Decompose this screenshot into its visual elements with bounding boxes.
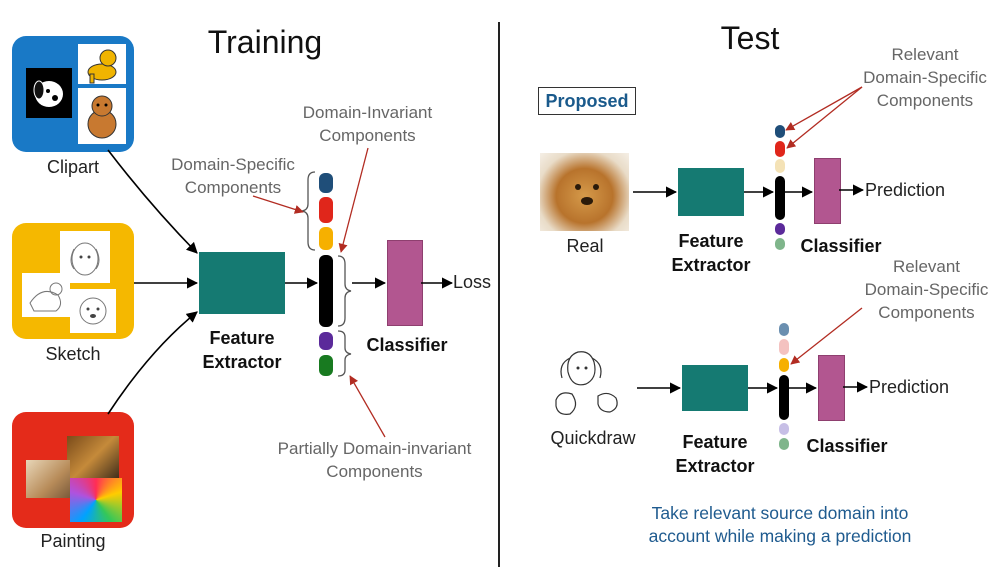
training-feature-extractor-block xyxy=(199,252,285,314)
clipart-domain-tile xyxy=(12,36,134,152)
training-pill-red xyxy=(319,197,333,223)
dog-cartoon-icon xyxy=(87,95,117,139)
test-bottom-feature-extractor-block xyxy=(682,365,748,411)
training-pill-green xyxy=(319,355,333,376)
dog-cartoon-icon xyxy=(33,80,63,107)
painting-image-3 xyxy=(70,478,122,522)
annot-domain-specific: Domain-Specific Components xyxy=(171,155,295,197)
test-top-prediction-label: Prediction xyxy=(865,180,946,200)
test-top-pill-blue xyxy=(775,125,785,138)
training-loss-label: Loss xyxy=(453,272,492,292)
test-note: Take relevant source domain into account… xyxy=(648,503,912,546)
test-bottom-pill-purple xyxy=(779,423,789,435)
test-title: Test xyxy=(720,20,780,56)
dog-sketch-icon xyxy=(79,297,107,325)
brace-domain-specific xyxy=(301,171,316,251)
training-classifier-label: Classifier xyxy=(366,335,448,355)
sketch-image-3 xyxy=(70,289,116,333)
real-label: Real xyxy=(566,236,604,256)
annot-partially-invariant: Partially Domain-invariant Components xyxy=(277,439,472,481)
arrow-bottom-annot xyxy=(790,307,863,365)
arrow-annot-invariant xyxy=(338,147,369,253)
test-bottom-pill-orange xyxy=(779,358,789,372)
arrow-clipart-to-extractor xyxy=(107,149,198,254)
sketch-label: Sketch xyxy=(45,344,101,364)
test-bottom-pill-pink xyxy=(779,339,789,355)
dog-doodle-icon xyxy=(555,351,618,415)
training-feature-extractor-label: Feature Extractor xyxy=(202,328,282,372)
clipart-label: Clipart xyxy=(46,157,99,177)
training-pill-purple xyxy=(319,332,333,350)
test-top-feature-extractor-block xyxy=(678,168,744,216)
sketch-image-2 xyxy=(22,273,70,317)
training-pill-orange xyxy=(319,227,333,250)
training-pill-black xyxy=(319,255,333,327)
arrow-annot-partial xyxy=(349,375,386,438)
test-top-pill-purple xyxy=(775,223,785,235)
test-bottom-pill-blue xyxy=(779,323,789,336)
test-top-classifier-block xyxy=(814,158,841,224)
clipart-image-1 xyxy=(26,68,72,118)
brace-partial xyxy=(337,330,352,377)
dog-sketch-icon xyxy=(29,282,63,312)
test-top-pill-green xyxy=(775,238,785,250)
painting-domain-tile xyxy=(12,412,134,528)
test-bottom-classifier-label: Classifier xyxy=(806,436,888,456)
dog-sketch-icon xyxy=(70,242,100,276)
brace-invariant xyxy=(337,255,352,327)
proposed-badge: Proposed xyxy=(538,87,636,115)
test-bottom-prediction-label: Prediction xyxy=(869,377,950,397)
training-pill-blue xyxy=(319,173,333,193)
arrow-top-annot-2 xyxy=(786,86,863,149)
test-top-classifier-label: Classifier xyxy=(800,236,882,256)
training-classifier-block xyxy=(387,240,423,326)
quickdraw-image xyxy=(552,348,632,424)
dog-cartoon-icon xyxy=(87,49,117,84)
painting-image-1 xyxy=(67,436,119,480)
section-divider xyxy=(498,22,500,567)
annot-domain-invariant: Domain-Invariant Components xyxy=(302,103,433,145)
clipart-image-3 xyxy=(78,88,126,144)
test-top-feature-extractor-label: Feature Extractor xyxy=(671,231,751,275)
test-top-pill-red xyxy=(775,141,785,157)
test-top-pill-cream xyxy=(775,159,785,173)
painting-image-2 xyxy=(26,460,70,498)
test-bottom-annot-relevant: Relevant Domain-Specific Components xyxy=(864,257,989,322)
test-bottom-feature-extractor-label: Feature Extractor xyxy=(675,432,755,476)
test-bottom-pill-green xyxy=(779,438,789,450)
arrow-annot-specific xyxy=(252,195,304,214)
arrow-painting-to-extractor xyxy=(107,311,198,415)
clipart-image-2 xyxy=(78,44,126,84)
test-top-annot-relevant: Relevant Domain-Specific Components xyxy=(863,45,987,110)
test-bottom-pill-black xyxy=(779,375,789,420)
real-dog-photo xyxy=(540,153,629,231)
quickdraw-label: Quickdraw xyxy=(550,428,636,448)
painting-label: Painting xyxy=(40,531,106,551)
test-bottom-classifier-block xyxy=(818,355,845,421)
sketch-domain-tile xyxy=(12,223,134,339)
test-top-pill-black xyxy=(775,176,785,220)
training-title: Training xyxy=(207,24,323,60)
arrow-top-annot-1 xyxy=(785,86,863,131)
golden-retriever-icon xyxy=(575,184,599,205)
